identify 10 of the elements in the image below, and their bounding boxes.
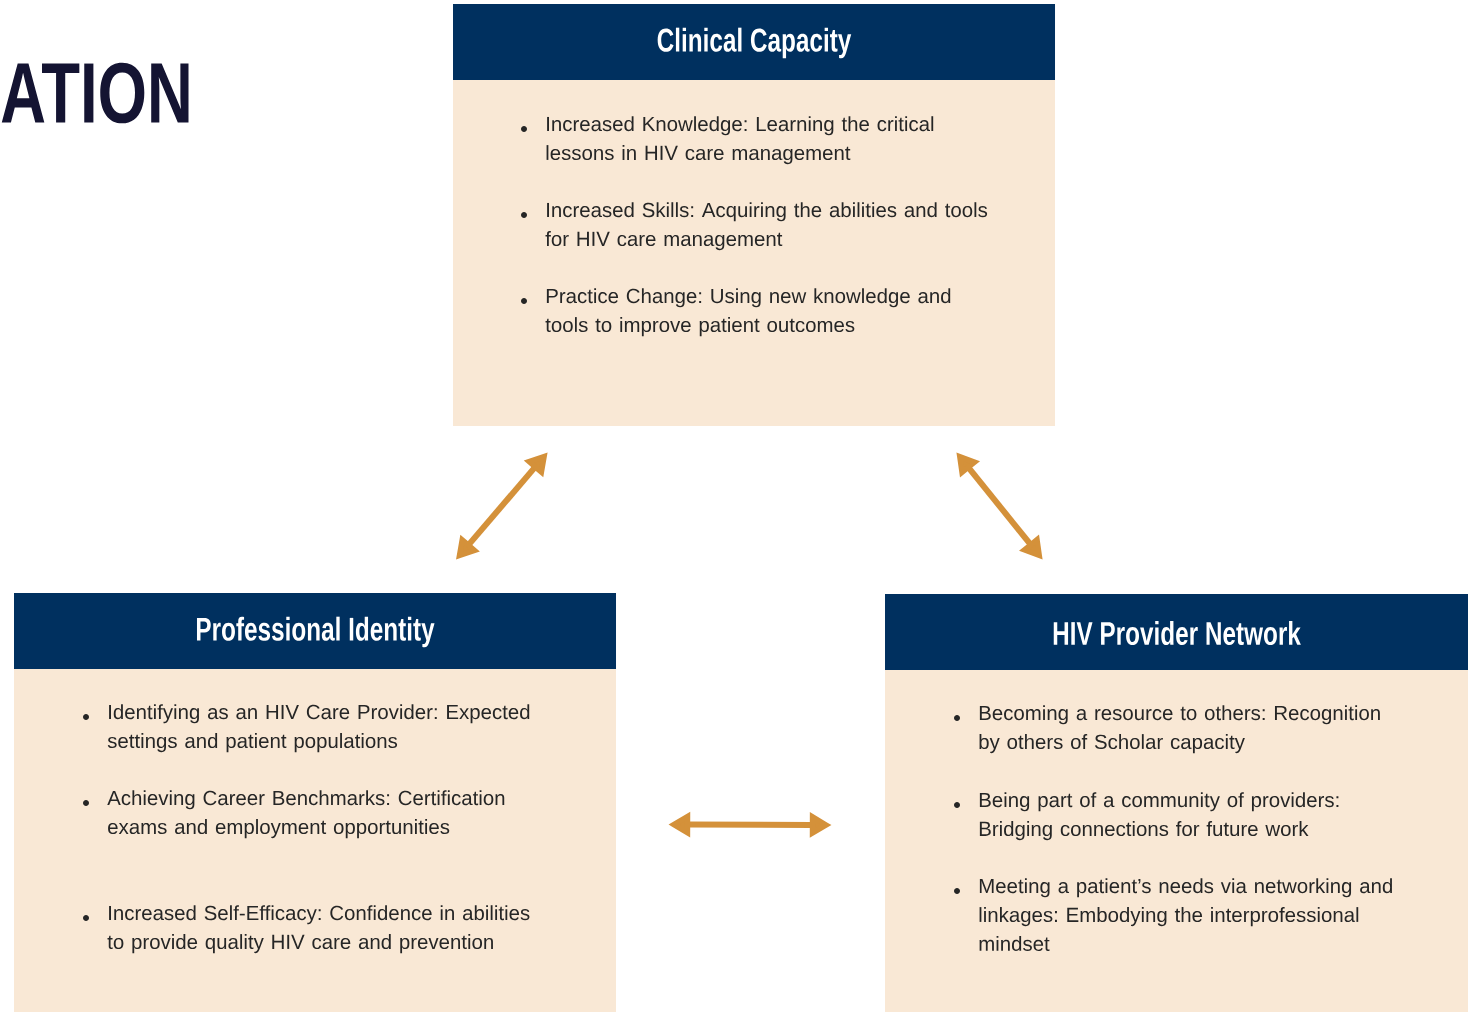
bullet-item: Being part of a community of providers: Bridging connections for future work [979, 792, 1339, 841]
heading: ATION [1, 62, 189, 124]
bullet-item: Increased Skills: Acquiring the abilities and tools for HIV care management [545, 202, 988, 251]
bullet-item: Increased Self-Efficacy: Confidence in abilities to provide quality HIV care and prevention [107, 905, 530, 954]
bullet-item: Meeting a patient’s needs via networking and linkages: Embodying the interprofessional mindset [979, 878, 1392, 951]
bullet-item: Practice Change: Using new knowledge and tools to improve patient outcomes [545, 288, 951, 337]
bullet-item: Increased Knowledge: Learning the critical lessons in HIV care management [546, 116, 934, 165]
bullet-item: Achieving Career Benchmarks: Certification exams and employment opportunities [107, 790, 505, 839]
bullet-item: Identifying as an HIV Care Provider: Expected settings and patient populations [107, 704, 530, 753]
bullet-item: Becoming a resource to others: Recognition by others of Scholar capacity [979, 705, 1380, 754]
